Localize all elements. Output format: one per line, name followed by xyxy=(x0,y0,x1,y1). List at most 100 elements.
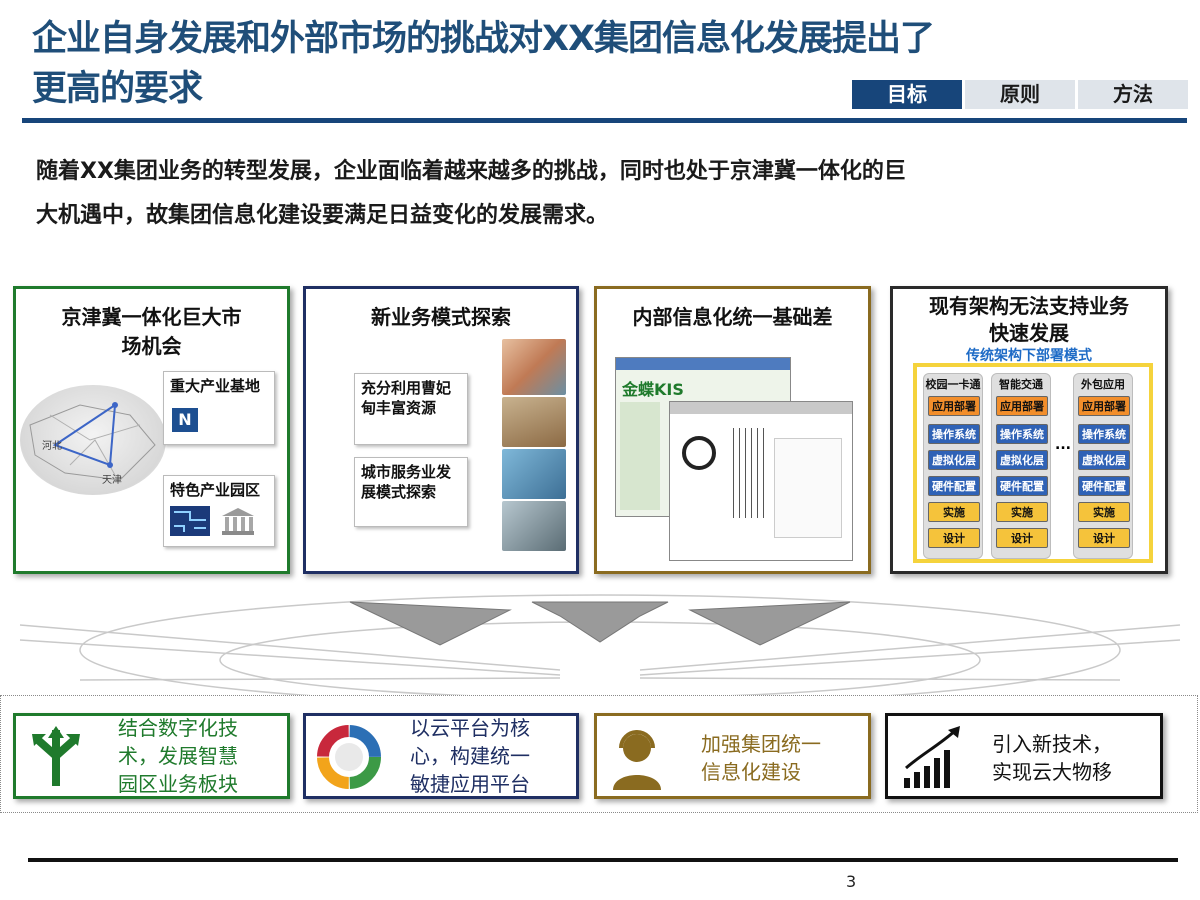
support-agent-icon xyxy=(613,730,661,790)
goal-new-tech: 引入新技术， 实现云大物移 xyxy=(885,713,1163,799)
intro-line1: 随着XX集团业务的转型发展，企业面临着越来越多的挑战，同时也处于京津冀一体化的巨 xyxy=(36,159,906,184)
service-model-box: 城市服务业发 展模式探索 xyxy=(354,457,468,527)
card-title: 新业务模式探索 xyxy=(371,305,511,329)
arch-cell-hardware: 硬件配置 xyxy=(928,476,980,496)
cycle-ring-icon xyxy=(317,725,381,789)
tab-method[interactable]: 方法 xyxy=(1078,80,1188,109)
growth-chart-icon xyxy=(904,726,960,788)
login-panel xyxy=(774,438,842,538)
arch-column-traffic: 智能交通 应用部署 操作系统 虚拟化层 硬件配置 实施 设计 xyxy=(991,373,1051,559)
intro-paragraph: 随着XX集团业务的转型发展，企业面临着越来越多的挑战，同时也处于京津冀一体化的巨… xyxy=(36,150,1116,238)
slide-title-line1: 企业自身发展和外部市场的挑战对XX集团信息化发展提出了 xyxy=(32,19,935,59)
arch-ellipsis: ... xyxy=(1055,437,1071,453)
goal-text: 结合数字化技 术，发展智慧 园区业务板块 xyxy=(118,714,238,798)
window-titlebar xyxy=(616,358,790,370)
page-number: 3 xyxy=(846,872,857,891)
arrow-left-icon xyxy=(349,601,512,646)
arch-cell-os: 操作系统 xyxy=(996,424,1048,444)
arch-column-title: 智能交通 xyxy=(999,378,1043,391)
card-title: 内部信息化统一基础差 xyxy=(632,305,833,329)
goals-frame xyxy=(0,695,1198,813)
goal-text-line1: 引入新技术， xyxy=(992,732,1112,756)
gate-photo xyxy=(502,501,566,551)
arch-cell-os: 操作系统 xyxy=(1078,424,1130,444)
arch-subtitle: 传统架构下部署模式 xyxy=(966,348,1092,364)
arch-cell-design: 设计 xyxy=(1078,528,1130,548)
card-architecture: 现有架构无法支持业务 快速发展 传统架构下部署模式 校园一卡通 应用部署 操作系… xyxy=(890,286,1168,574)
convergence-ellipse-outer xyxy=(79,594,1121,695)
card-market-opportunity: 京津冀一体化巨大市 场机会 河北 天津 重大产业基地 N 特色产业园区 xyxy=(13,286,290,574)
title-divider xyxy=(22,118,1187,123)
intro-line2: 大机遇中，故集团信息化建设要满足日益变化的发展需求。 xyxy=(36,203,609,228)
company-logo-icon: N xyxy=(172,408,198,432)
goal-text-line2: 心，构建统一 xyxy=(410,744,530,768)
shopping-photo xyxy=(502,339,566,395)
goal-text: 以云平台为核 心，构建统一 敏捷应用平台 xyxy=(410,714,530,798)
goal-cloud-platform: 以云平台为核 心，构建统一 敏捷应用平台 xyxy=(303,713,579,799)
card-new-business-model: 新业务模式探索 充分利用曹妃 甸丰富资源 城市服务业发 展模式探索 xyxy=(303,286,579,574)
arch-cell-implement: 实施 xyxy=(996,502,1048,522)
region-map-icon xyxy=(29,402,156,481)
industry-base-box: 重大产业基地 N xyxy=(163,371,275,445)
arch-cell-app: 应用部署 xyxy=(1078,396,1130,416)
resource-line2: 甸丰富资源 xyxy=(361,399,437,417)
tab-goal[interactable]: 目标 xyxy=(852,80,962,109)
card-title-line2: 快速发展 xyxy=(989,321,1069,345)
service-line1: 城市服务业发 xyxy=(361,463,452,481)
login-screenshot xyxy=(669,401,853,561)
direction-arrows-icon xyxy=(32,726,80,786)
erp-sidebar xyxy=(620,402,660,510)
goal-text-line3: 敏捷应用平台 xyxy=(410,772,530,796)
arch-cell-app: 应用部署 xyxy=(928,396,980,416)
service-line2: 展模式探索 xyxy=(361,483,437,501)
region-map-image: 河北 天津 xyxy=(20,385,166,495)
map-label-hebei: 河北 xyxy=(42,441,62,452)
arch-cell-implement: 实施 xyxy=(1078,502,1130,522)
arch-cell-design: 设计 xyxy=(928,528,980,548)
slide-title: 企业自身发展和外部市场的挑战对XX集团信息化发展提出了 更高的要求 xyxy=(32,14,1132,114)
goal-digital-park: 结合数字化技 术，发展智慧 园区业务板块 xyxy=(13,713,290,799)
goal-text-line2: 术，发展智慧 xyxy=(118,744,238,768)
goal-unified-it: 加强集团统一 信息化建设 xyxy=(594,713,871,799)
card-title-line1: 京津冀一体化巨大市 xyxy=(61,305,242,329)
calligraphy-image xyxy=(728,428,768,518)
arrow-center-icon xyxy=(531,601,669,643)
arch-column-outsourced: 外包应用 应用部署 操作系统 虚拟化层 硬件配置 实施 设计 xyxy=(1073,373,1133,559)
footer-divider xyxy=(28,858,1178,862)
arch-diagram: 校园一卡通 应用部署 操作系统 虚拟化层 硬件配置 实施 设计 智能交通 应用部… xyxy=(913,363,1153,563)
bank-building-icon xyxy=(222,508,254,535)
map-label-tianjin: 天津 xyxy=(102,475,122,486)
industry-base-label: 重大产业基地 xyxy=(170,377,261,395)
resource-line1: 充分利用曹妃 xyxy=(361,379,452,397)
convergence-lines xyxy=(19,624,1181,681)
arch-cell-implement: 实施 xyxy=(928,502,980,522)
arch-column-title: 校园一卡通 xyxy=(925,378,981,391)
arch-column-title: 外包应用 xyxy=(1081,378,1125,391)
kiosk-photo xyxy=(502,449,566,499)
arch-cell-app: 应用部署 xyxy=(996,396,1048,416)
goal-text-line1: 加强集团统一 xyxy=(701,732,821,756)
arch-column-campus-card: 校园一卡通 应用部署 操作系统 虚拟化层 硬件配置 实施 设计 xyxy=(923,373,983,559)
goal-text: 引入新技术， 实现云大物移 xyxy=(992,730,1112,786)
arch-cell-virtual: 虚拟化层 xyxy=(1078,450,1130,470)
goal-text-line1: 以云平台为核 xyxy=(410,716,530,740)
circuit-board-icon xyxy=(170,506,210,536)
window-titlebar xyxy=(670,402,852,414)
arch-cell-virtual: 虚拟化层 xyxy=(996,450,1048,470)
goal-text-line3: 园区业务板块 xyxy=(118,772,238,796)
tab-principle[interactable]: 原则 xyxy=(965,80,1075,109)
ink-brush-icon xyxy=(682,436,716,470)
goal-text-line2: 信息化建设 xyxy=(701,760,801,784)
arch-cell-virtual: 虚拟化层 xyxy=(928,450,980,470)
convergence-graphic xyxy=(19,594,1181,695)
industry-park-label: 特色产业园区 xyxy=(170,481,261,499)
nav-tabs: 目标 原则 方法 xyxy=(852,80,1191,109)
industry-park-box: 特色产业园区 xyxy=(163,475,275,547)
arch-cell-os: 操作系统 xyxy=(928,424,980,444)
slide-title-line2: 更高的要求 xyxy=(32,69,203,109)
card-internal-it: 内部信息化统一基础差 金蝶KIS xyxy=(594,286,871,574)
arch-cell-hardware: 硬件配置 xyxy=(996,476,1048,496)
resource-box: 充分利用曹妃 甸丰富资源 xyxy=(354,373,468,445)
erp-brand: 金蝶KIS xyxy=(622,380,684,399)
goal-text-line2: 实现云大物移 xyxy=(992,760,1112,784)
